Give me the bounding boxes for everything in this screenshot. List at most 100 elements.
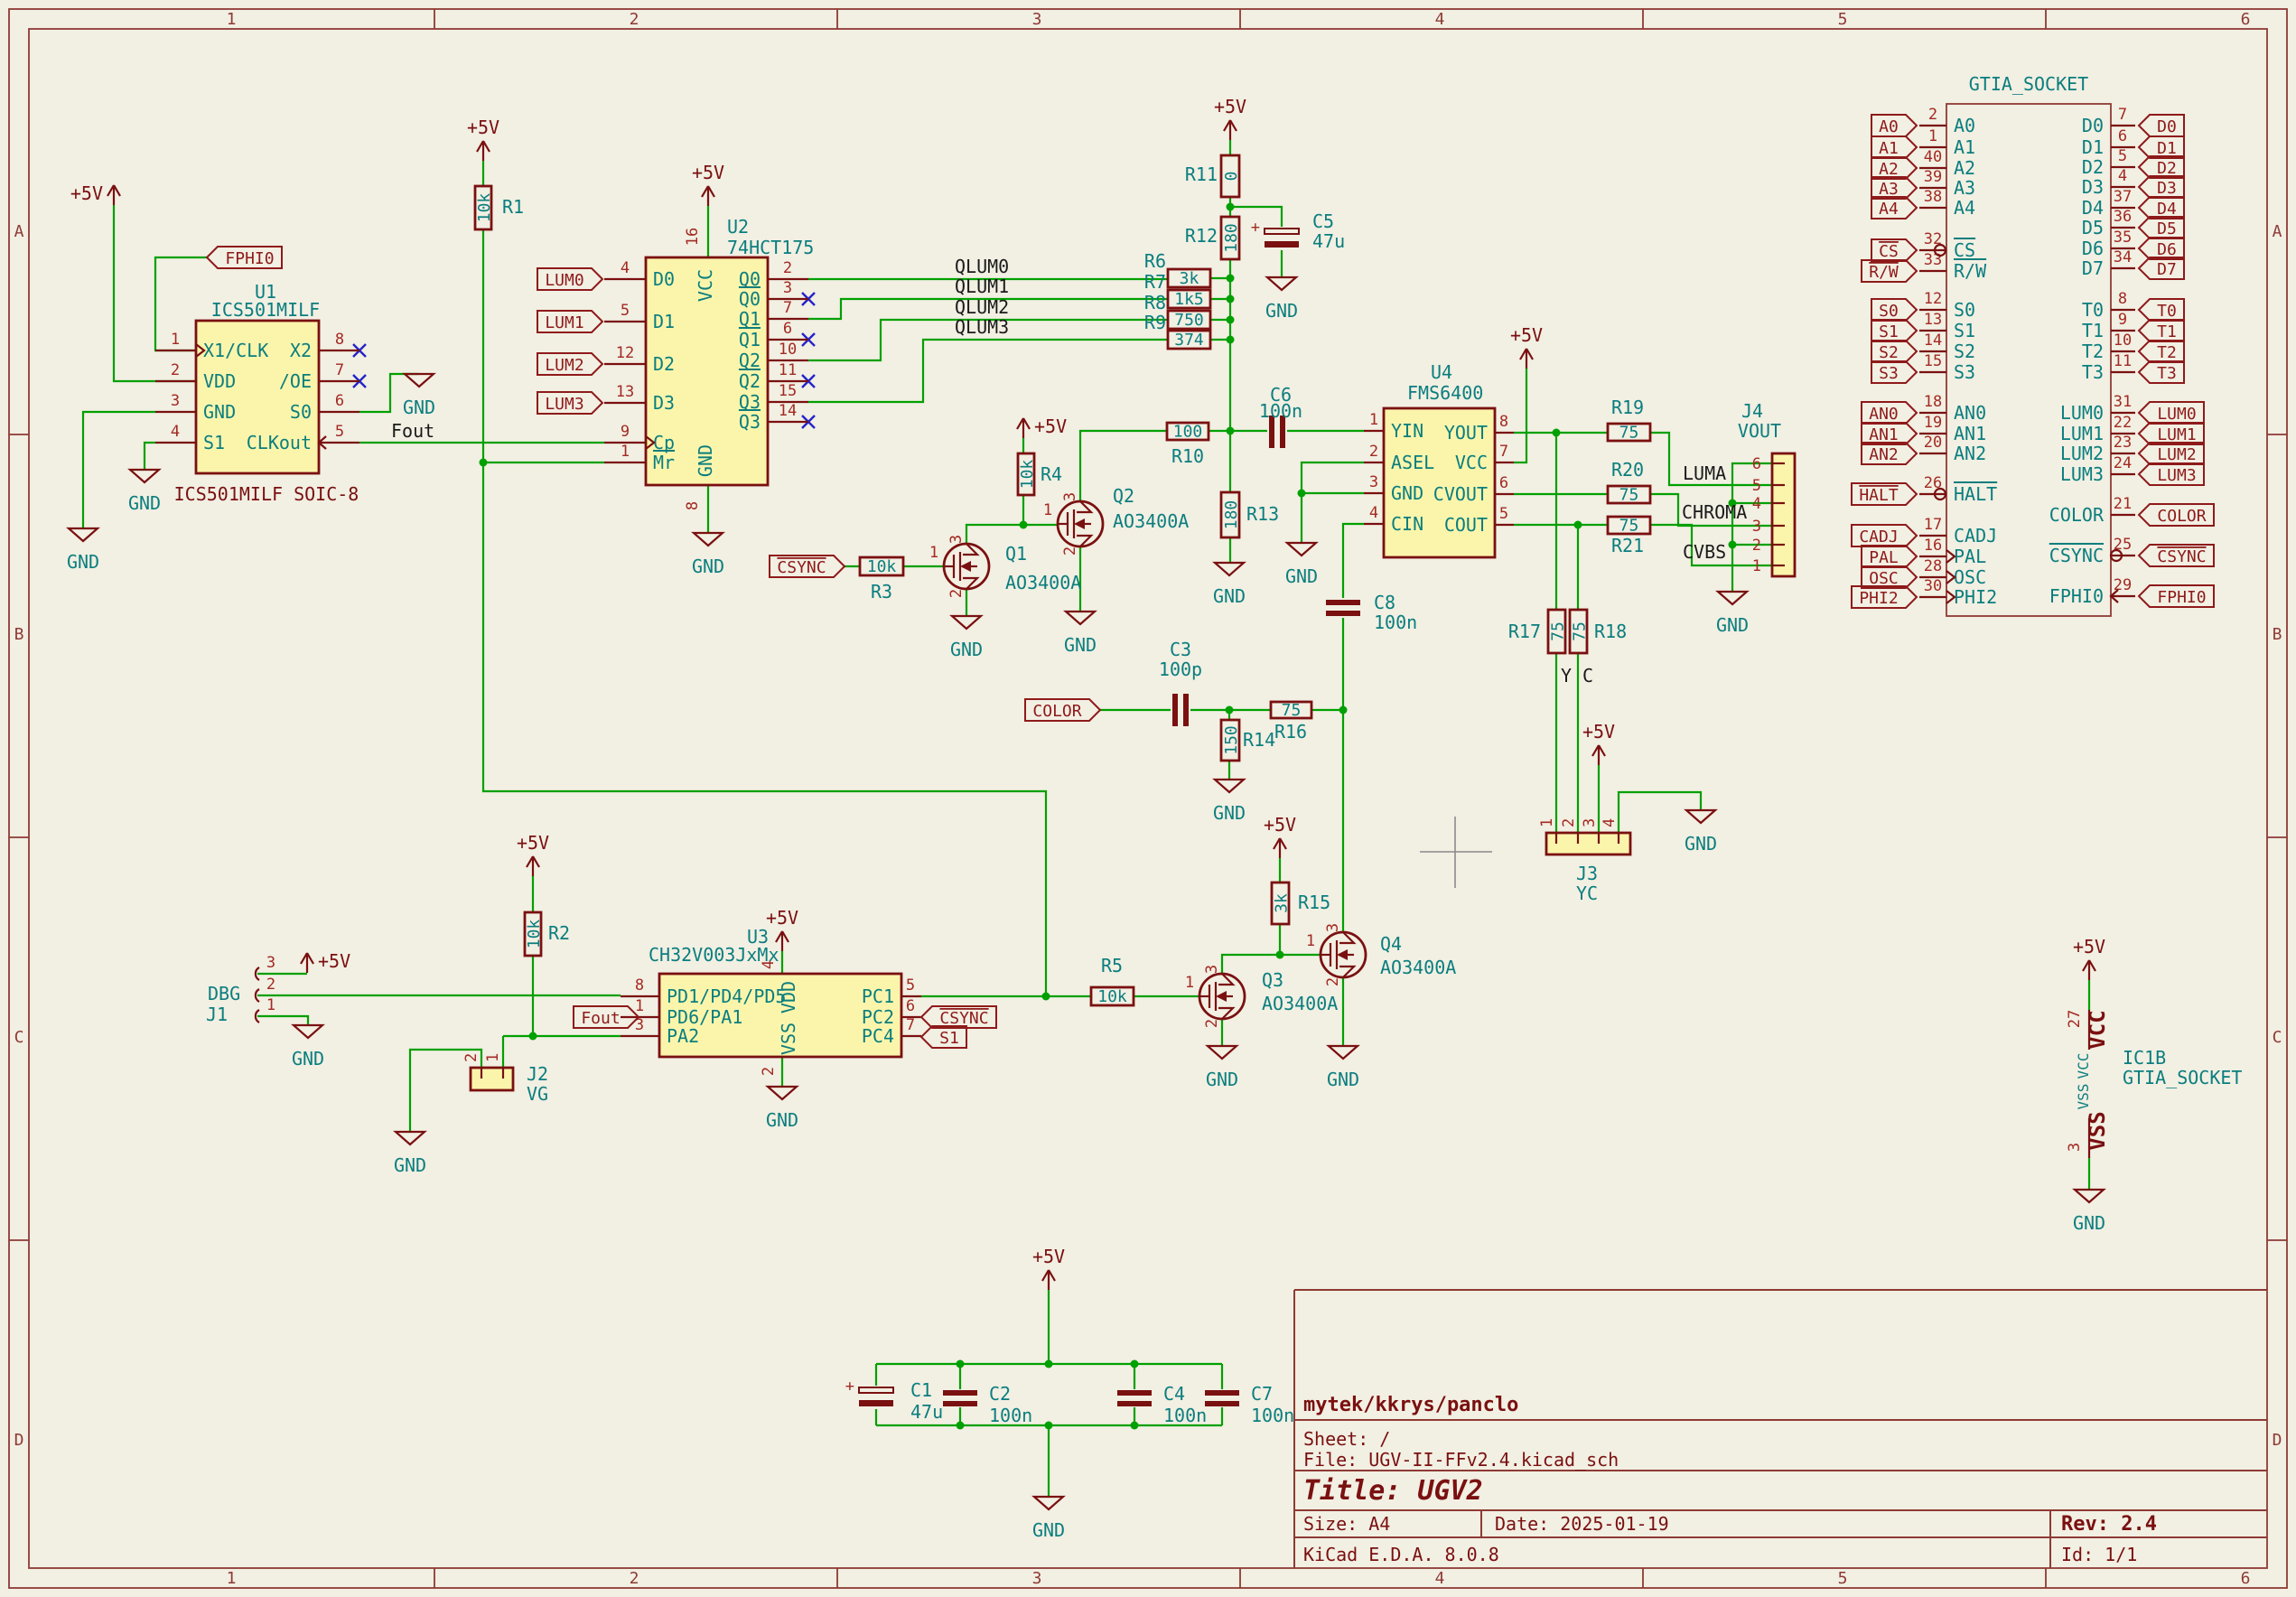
junction-dot[interactable] (479, 458, 488, 467)
resistor-R10[interactable] (1165, 421, 1210, 442)
global-label[interactable] (919, 1005, 997, 1029)
global-label[interactable] (537, 310, 604, 333)
pin-line[interactable] (1218, 1006, 1236, 1020)
global-label[interactable] (2137, 544, 2215, 567)
resistor-R17[interactable] (1546, 608, 1567, 655)
ground-icon[interactable] (1284, 541, 1319, 557)
power-5v-icon[interactable] (1591, 744, 1606, 765)
global-label[interactable] (2137, 422, 2205, 445)
resistor-R8[interactable] (1166, 309, 1212, 331)
ic-u4-body[interactable] (1382, 406, 1497, 559)
wire[interactable] (808, 297, 1168, 321)
global-label[interactable] (2137, 216, 2185, 239)
wire[interactable] (1617, 790, 1703, 833)
wire[interactable] (481, 229, 1048, 996)
junction-dot[interactable] (1226, 274, 1235, 283)
resistor-R14[interactable] (1219, 718, 1241, 762)
global-label[interactable] (2137, 401, 2205, 425)
wire[interactable] (808, 338, 1168, 404)
power-5v-icon[interactable] (1519, 348, 1534, 369)
capacitor-plate[interactable] (1205, 1401, 1239, 1406)
global-label[interactable] (2137, 360, 2185, 384)
global-label[interactable] (1861, 422, 1918, 445)
global-label[interactable] (1871, 156, 1918, 180)
resistor-R4[interactable] (1016, 452, 1036, 497)
junction-dot[interactable] (1226, 426, 1235, 435)
global-label[interactable] (1871, 238, 1918, 262)
global-label[interactable] (2137, 319, 2185, 342)
wire[interactable] (143, 441, 155, 470)
ground-icon[interactable] (2072, 1188, 2106, 1204)
global-label[interactable] (1861, 565, 1918, 589)
junction-dot[interactable] (1130, 1421, 1139, 1430)
capacitor-plate[interactable] (1326, 611, 1360, 616)
junction-dot[interactable] (1573, 520, 1582, 529)
junction-dot[interactable] (1728, 499, 1737, 508)
ground-icon[interactable] (127, 468, 162, 484)
ground-icon[interactable] (691, 531, 725, 547)
ground-icon[interactable] (1715, 590, 1750, 606)
global-label[interactable] (1861, 442, 1918, 465)
wire[interactable] (1078, 429, 1167, 501)
capacitor-plate[interactable] (1280, 416, 1285, 448)
ground-icon[interactable] (1265, 276, 1299, 292)
resistor-R6[interactable] (1166, 267, 1212, 289)
resistor-R12[interactable] (1219, 215, 1241, 261)
power-5v-icon[interactable] (1223, 119, 1237, 140)
pin-line[interactable] (1218, 973, 1236, 986)
ground-icon[interactable] (393, 1130, 427, 1146)
global-label[interactable] (2137, 237, 2185, 260)
ground-icon[interactable] (765, 1085, 799, 1101)
junction-dot[interactable] (956, 1421, 965, 1430)
pin-line[interactable] (963, 543, 980, 556)
ground-icon[interactable] (1684, 808, 1718, 825)
power-5v-icon[interactable] (701, 185, 715, 206)
junction-dot[interactable] (1225, 705, 1234, 714)
global-label[interactable] (1861, 259, 1918, 283)
wire[interactable] (1220, 953, 1321, 974)
resistor-R5[interactable] (1089, 985, 1135, 1007)
capacitor-plate[interactable] (943, 1401, 977, 1406)
global-label[interactable] (2137, 155, 2185, 179)
global-label[interactable] (1871, 196, 1918, 219)
junction-dot[interactable] (1130, 1359, 1139, 1368)
ground-icon[interactable] (949, 614, 984, 630)
resistor-R7[interactable] (1166, 288, 1212, 310)
junction-dot[interactable] (1226, 294, 1235, 304)
capacitor-plate[interactable] (1205, 1390, 1239, 1396)
global-label[interactable] (1861, 545, 1918, 568)
global-label[interactable] (1871, 298, 1918, 322)
wire[interactable] (965, 523, 1058, 544)
junction-dot[interactable] (1226, 202, 1235, 211)
wire[interactable] (408, 1048, 483, 1132)
power-5v-icon[interactable] (1273, 837, 1287, 858)
ground-icon[interactable] (1205, 1044, 1239, 1060)
junction-dot[interactable] (1226, 315, 1235, 324)
global-label[interactable] (2137, 175, 2185, 199)
resistor-R2[interactable] (523, 911, 543, 957)
pin-line[interactable] (1077, 534, 1094, 547)
wire[interactable] (1514, 369, 1528, 464)
pin-line[interactable] (1339, 965, 1357, 978)
connector-j2-body[interactable] (469, 1066, 515, 1092)
junction-dot[interactable] (1226, 335, 1235, 344)
ground-icon[interactable] (1212, 778, 1246, 794)
capacitor-plate[interactable] (1172, 694, 1178, 726)
junction-dot[interactable] (1552, 428, 1561, 437)
ground-icon[interactable] (1063, 610, 1097, 626)
capacitor-plate[interactable] (943, 1390, 977, 1396)
capacitor-plate[interactable] (1269, 416, 1274, 448)
wire[interactable] (1731, 462, 1772, 592)
resistor-R21[interactable] (1606, 515, 1652, 536)
junction-dot[interactable] (956, 1359, 965, 1368)
global-label[interactable] (2137, 196, 2185, 219)
junction-dot[interactable] (1339, 705, 1348, 714)
global-label[interactable] (2137, 340, 2185, 363)
power-5v-icon[interactable] (107, 184, 121, 205)
ground-icon[interactable] (66, 527, 100, 543)
wire[interactable] (1341, 522, 1364, 598)
power-5v-icon[interactable] (1016, 417, 1031, 438)
global-label[interactable] (1871, 135, 1918, 159)
power-5v-icon[interactable] (526, 855, 540, 876)
wire[interactable] (81, 410, 155, 528)
